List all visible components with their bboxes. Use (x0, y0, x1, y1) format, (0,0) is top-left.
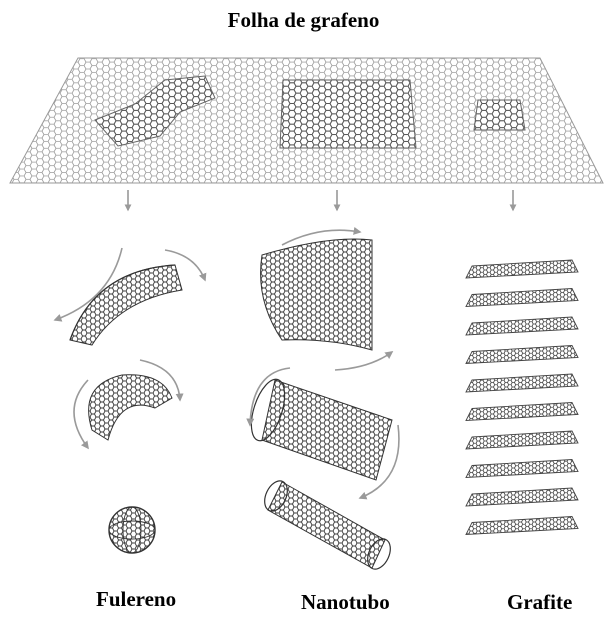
graphene-layer (466, 346, 578, 364)
graphene-layer (466, 460, 578, 478)
nanotube-formation (245, 230, 399, 573)
fullerene-formation (55, 248, 205, 553)
graphene-layer (466, 517, 578, 535)
graphene-sheet (10, 58, 603, 183)
nanotube-label: Nanotubo (301, 590, 390, 615)
fullerene-label: Fulereno (96, 587, 176, 612)
graphene-layer (466, 317, 578, 335)
graphene-layer (466, 488, 578, 506)
down-arrows (128, 190, 513, 210)
graphene-layer (466, 289, 578, 307)
graphite-label: Grafite (507, 590, 572, 615)
graphite-layers (466, 260, 578, 535)
graphene-layer (466, 403, 578, 421)
graphene-layer (466, 431, 578, 449)
graphene-layer (466, 260, 578, 278)
graphene-layer (466, 374, 578, 392)
